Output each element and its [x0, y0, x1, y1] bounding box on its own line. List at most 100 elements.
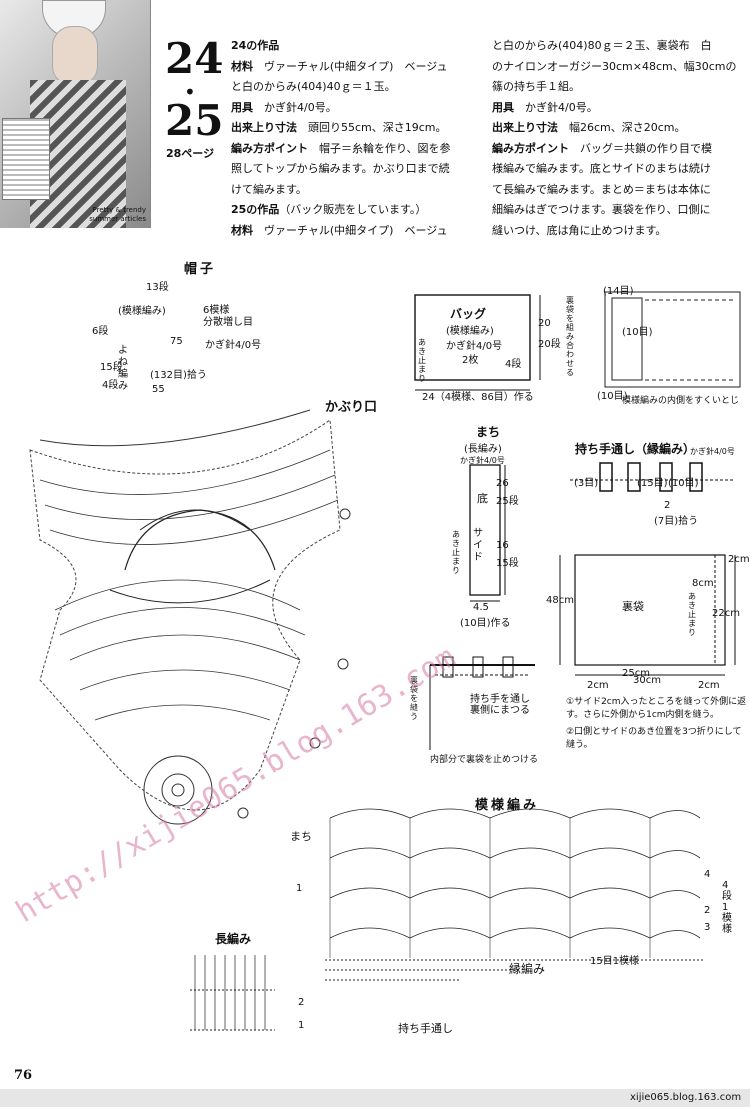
pattern-row-4: 4	[704, 869, 711, 880]
handle-title: 持ち手通し（縁編み）	[575, 442, 696, 456]
item-number-25: 25	[165, 96, 224, 145]
long-stitch-chart	[190, 955, 275, 1031]
instruction-heading: 用具	[492, 100, 514, 114]
bag-pattern: (模様編み)	[446, 326, 494, 337]
gusset-hook: かぎ針4/0号	[460, 456, 505, 465]
lining-2cm-right: 2cm	[698, 680, 720, 691]
long-row-2: 2	[298, 997, 305, 1008]
hat-hook: かぎ針4/0号	[205, 340, 262, 351]
instructions-column-2: と白のからみ(404)80ｇ＝２玉、裏袋布 白のナイロンオーガジー30cm×48…	[492, 36, 750, 241]
handle-hook: かぎ針4/0号	[690, 447, 735, 456]
gusset-title: まち	[476, 425, 501, 439]
bag-opening-stop: あき止まり	[418, 338, 426, 383]
gusset-25-rows: 25段	[496, 496, 519, 507]
lining-2cm-left: 2cm	[587, 680, 609, 691]
hat-increase-label: 6模様 分散増し目	[203, 305, 253, 328]
instruction-heading: 出来上り寸法	[492, 121, 558, 134]
hat-6-rows: 6段	[92, 326, 109, 337]
instruction-line: 24の作品	[231, 36, 491, 57]
pattern-row-3: 3	[704, 922, 711, 933]
gusset-15-rows: 15段	[496, 558, 519, 569]
hat-yone-label: よね編み	[118, 345, 128, 392]
note-text: サイド2cm入ったところを縫って外側に返す。さらに外側から1cm内側を縫う。	[566, 697, 747, 720]
bag-count: 2枚	[462, 355, 479, 366]
handle-diagram	[570, 462, 735, 492]
crochet-bag-image	[2, 118, 50, 200]
handle-2: 2	[664, 500, 671, 511]
instruction-text: 頭回り55cm、深さ19cm。	[297, 121, 447, 134]
hat-132-pick: (132目)拾う	[150, 370, 207, 381]
instruction-text: 幅26cm、深さ20cm。	[558, 121, 686, 134]
instruction-text: て長編みで編みます。まとめ＝まちは本体に	[492, 182, 711, 196]
instruction-line: 25の作品（バック販売をしています。）	[231, 200, 491, 221]
pattern-edge-label: 縁編み	[509, 962, 546, 976]
model-face	[52, 26, 98, 86]
gusset-10-sts: (10目)作る	[460, 618, 511, 629]
footer-url: xijie065.blog.163.com	[630, 1092, 742, 1103]
instruction-line: 篠の持ち手１組。	[492, 77, 750, 98]
instruction-line: 用具 かぎ針4/0号。	[231, 98, 491, 119]
long-row-1: 1	[298, 1020, 305, 1031]
instruction-line: 材料 ヴァーチャル(中細タイプ) ベージュ	[231, 221, 491, 242]
instruction-text: 帽子＝糸輪を作り、図を参	[308, 141, 451, 155]
handle-3-sts-left: (3目)	[574, 478, 599, 489]
thread-handle-note: 持ち手を通し	[470, 694, 530, 705]
lining-title: 裏袋	[622, 600, 644, 613]
instruction-line: けて編みます。	[231, 180, 491, 201]
lining-8cm: 8cm	[692, 578, 714, 589]
hat-pattern-label: (模様編み)	[118, 306, 166, 317]
bag-diagram	[414, 291, 741, 391]
hat-title: 帽子	[184, 262, 217, 277]
instruction-line: 出来上り寸法 頭回り55cm、深さ19cm。	[231, 118, 491, 139]
top-10b-sts: (10目)	[597, 391, 628, 402]
handle-15-sts: (15目)	[637, 478, 668, 489]
instruction-line: 編み方ポイント 帽子＝糸輪を作り、図を参	[231, 139, 491, 160]
hat-crochet-chart	[29, 409, 351, 825]
instruction-line: 出来上り寸法 幅26cm、深さ20cm。	[492, 118, 750, 139]
instruction-text: かぎ針4/0号。	[253, 100, 337, 114]
instruction-line: 縫いつけ、底は角に止めつけます。	[492, 221, 750, 242]
instruction-line: と白のからみ(404)40ｇ＝１玉。	[231, 77, 491, 98]
lining-25cm: 25cm	[622, 668, 650, 679]
lining-48cm: 48cm	[546, 595, 574, 606]
note-text: 口側とサイドのあき位置を3つ折りにして縫う。	[566, 727, 742, 750]
lining-2cm: 2cm	[728, 554, 750, 565]
instruction-line: と白のからみ(404)80ｇ＝２玉、裏袋布 白	[492, 36, 750, 57]
instruction-heading: 出来上り寸法	[231, 121, 297, 134]
instruction-heading: 編み方ポイント	[231, 141, 308, 155]
page-number: 76	[14, 1068, 33, 1083]
sew-inside-note: 裏側にまつる	[470, 705, 530, 716]
lining-diagram	[559, 554, 736, 676]
pattern-row-2: 2	[704, 905, 711, 916]
instruction-line: 材料 ヴァーチャル(中細タイプ) ベージュ	[231, 57, 491, 78]
instruction-text: 様編みで編みます。底とサイドのまちは続け	[492, 162, 711, 175]
divider	[150, 0, 151, 228]
hat-4-rows: 4段	[102, 380, 119, 391]
instruction-line: 細編みはぎでつけます。裏袋を作り、口側に	[492, 200, 750, 221]
gusset-16: 16	[496, 540, 509, 551]
attach-lining-note: 内部分で裏袋を止めつける	[430, 755, 539, 765]
gusset-diagram	[469, 464, 506, 602]
whipstitch-note: 模様編みの内側をすくいとじ	[622, 396, 740, 406]
pattern-repeat: 4段1模様	[722, 880, 732, 935]
instruction-text: と白のからみ(404)40ｇ＝１玉。	[231, 80, 396, 93]
assembly-note: ①サイド2cm入ったところを縫って外側に返す。さらに外側から1cm内側を縫う。	[566, 696, 748, 722]
instructions-column-1: 24の作品材料 ヴァーチャル(中細タイプ) ベージュと白のからみ(404)40ｇ…	[231, 36, 491, 241]
instruction-heading: 材料	[231, 223, 253, 237]
top-10-sts: (10目)	[622, 327, 653, 338]
top-14-sts: (14目)	[603, 286, 634, 297]
hat-55: 55	[152, 384, 165, 395]
instruction-text: と白のからみ(404)80ｇ＝２玉、裏袋布 白	[492, 39, 712, 52]
instruction-text: 照してトップから編みます。かぶり口まで続	[231, 162, 450, 175]
instruction-heading: 25の作品	[231, 203, 280, 216]
handle-10-sts: (10目)	[668, 478, 699, 489]
instruction-text: けて編みます。	[231, 182, 307, 196]
instruction-heading: 24の作品	[231, 39, 280, 52]
hat-13-rows: 13段	[146, 282, 169, 293]
instruction-line: 照してトップから編みます。かぶり口まで続	[231, 159, 491, 180]
instruction-text: ヴァーチャル(中細タイプ) ベージュ	[253, 223, 448, 237]
bag-20: 20	[538, 318, 551, 329]
note-number: ①	[566, 697, 575, 707]
instruction-text: ヴァーチャル(中細タイプ) ベージュ	[253, 59, 448, 73]
gusset-4-5: 4.5	[473, 602, 489, 613]
